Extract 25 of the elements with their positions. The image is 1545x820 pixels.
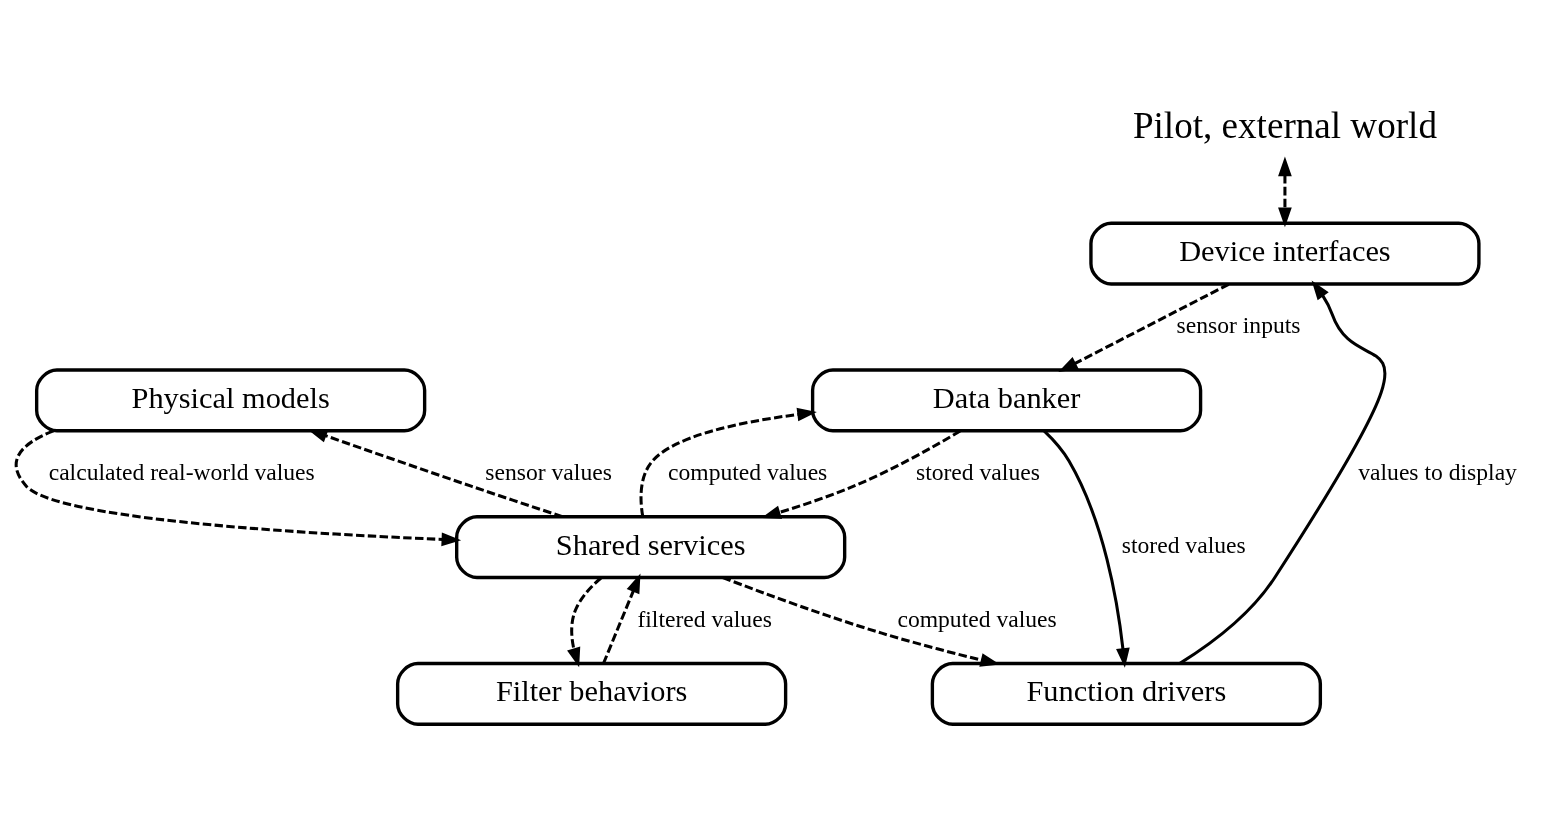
edge-label: computed values bbox=[897, 605, 1057, 632]
edge-label: sensor values bbox=[485, 458, 612, 485]
edge-label: stored values bbox=[1121, 531, 1246, 558]
arrow bbox=[1043, 429, 1130, 668]
node-box: Data banker bbox=[810, 367, 1203, 432]
arrow bbox=[1058, 282, 1230, 372]
node-text: Pilot, external world bbox=[1132, 104, 1437, 146]
arrow bbox=[14, 429, 462, 546]
edge-label: sensor inputs bbox=[1176, 311, 1301, 338]
edge-label: computed values bbox=[668, 458, 828, 485]
edge-label: calculated real-world values bbox=[48, 458, 315, 485]
node-box: Filter behaviors bbox=[395, 661, 788, 726]
node-box: Device interfaces bbox=[1089, 221, 1481, 286]
arrow bbox=[602, 573, 641, 664]
arrow bbox=[567, 576, 602, 667]
edge-label: values to display bbox=[1358, 458, 1517, 485]
node-box: Function drivers bbox=[930, 661, 1323, 726]
arrow bbox=[639, 407, 817, 517]
edge-label: stored values bbox=[915, 458, 1040, 485]
node-box: Physical models bbox=[35, 367, 427, 432]
edge-label: filtered values bbox=[637, 605, 772, 632]
arrow bbox=[1179, 279, 1386, 665]
node-box: Shared services bbox=[455, 514, 847, 579]
arrow bbox=[761, 429, 961, 519]
arrow bbox=[1278, 156, 1292, 227]
